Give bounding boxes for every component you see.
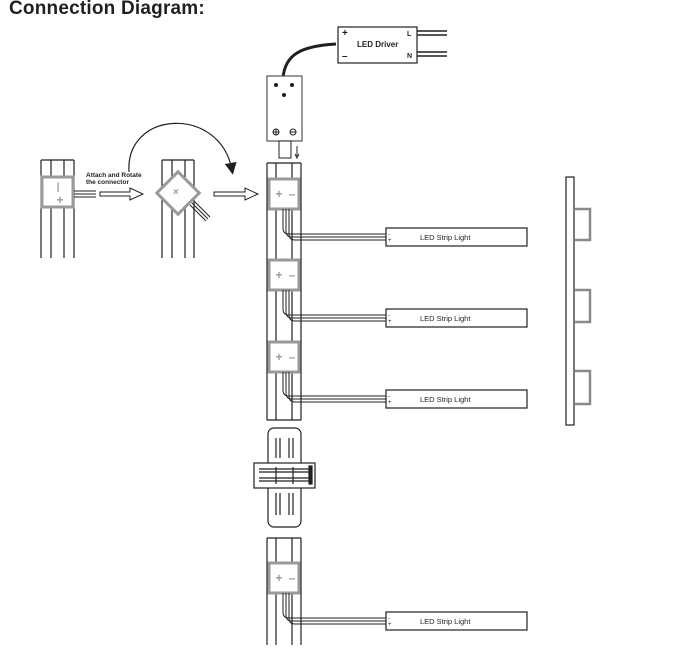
plus-symbol: + [275, 187, 282, 201]
driver-cable [281, 42, 337, 79]
branch-connector: +– [267, 340, 301, 374]
svg-text:+: + [388, 319, 392, 325]
strip-label: LED Strip Light [420, 314, 471, 323]
driver-n-label: N [407, 53, 412, 60]
branch-wires [282, 593, 386, 625]
svg-text:-: - [388, 616, 390, 622]
svg-text:+: + [56, 193, 63, 207]
driver-minus-label: – [342, 51, 348, 62]
side-view [565, 176, 592, 426]
branch-wires [282, 209, 386, 241]
svg-text:-: - [388, 232, 390, 238]
branch-connector: +– [267, 258, 301, 292]
minus-symbol: – [289, 350, 296, 364]
branch-wires [282, 372, 386, 403]
led-driver: + – LED Driver L N [337, 26, 447, 64]
led-strip: -+ LED Strip Light [385, 611, 528, 631]
mains-wires [417, 30, 447, 57]
branch-1: +–-+LED Strip Light [267, 177, 528, 247]
plus-symbol: + [275, 350, 282, 364]
step-arrow-2 [213, 187, 260, 201]
branch-connector: +– [267, 177, 301, 211]
profile-joiner [253, 427, 316, 528]
driver-l-label: L [407, 31, 412, 38]
instruction-line2: the connector [86, 179, 129, 186]
strip-label: LED Strip Light [420, 617, 471, 626]
minus-symbol: – [289, 571, 296, 585]
branch-3: +–-+LED Strip Light [267, 340, 528, 409]
step2-wires [189, 200, 211, 222]
svg-text:|: | [57, 182, 60, 193]
led-strip: -+ LED Strip Light [385, 227, 528, 247]
led-strip: -+ LED Strip Light [385, 389, 528, 409]
branch-2: +–-+LED Strip Light [267, 258, 528, 328]
step1-profile [40, 159, 75, 258]
plus-symbol: + [275, 268, 282, 282]
step2-connector-rotated: × [154, 169, 202, 217]
feed-connector [266, 75, 303, 160]
svg-text:+: + [388, 238, 392, 244]
branch-4: +–-+LED Strip Light [267, 561, 528, 631]
branch-wires [282, 290, 386, 322]
svg-text:-: - [388, 394, 390, 400]
svg-text:+: + [388, 622, 392, 628]
driver-plus-label: + [342, 28, 348, 39]
plus-symbol: + [275, 571, 282, 585]
branch-connector: +– [267, 561, 301, 595]
step1-wires [74, 190, 96, 198]
svg-text:-: - [388, 313, 390, 319]
minus-symbol: – [289, 187, 296, 201]
led-strip: -+ LED Strip Light [385, 308, 528, 328]
minus-symbol: – [289, 268, 296, 282]
page-title: Connection Diagram: [9, 0, 205, 19]
strip-label: LED Strip Light [420, 233, 471, 242]
svg-text:+: + [388, 400, 392, 406]
driver-label: LED Driver [357, 40, 398, 49]
instruction-line1: Attach and Rotate [86, 172, 142, 179]
svg-text:×: × [173, 187, 179, 198]
rotate-arc-arrow [128, 122, 237, 175]
step1-connector: | + [40, 175, 75, 209]
strip-label: LED Strip Light [420, 395, 471, 404]
step-arrow-1 [99, 187, 145, 201]
